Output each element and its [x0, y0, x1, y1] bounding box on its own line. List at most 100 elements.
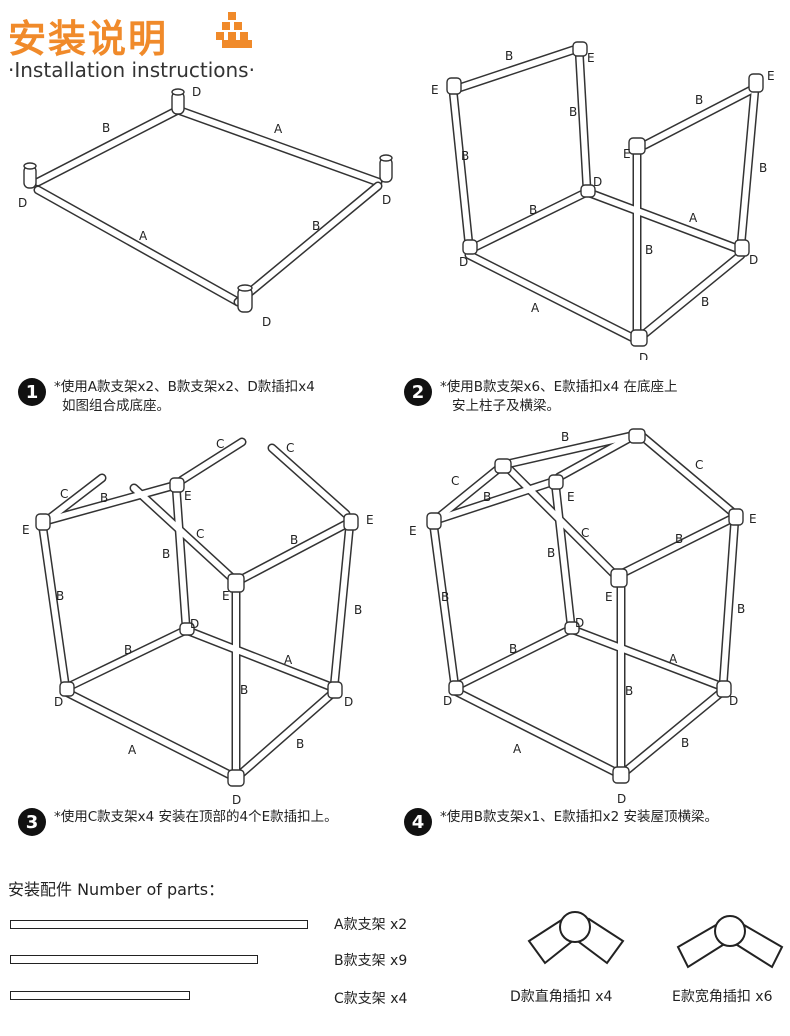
label-b: B [701, 295, 709, 309]
label-a: A [128, 743, 137, 757]
label-d: D [443, 694, 452, 708]
joint-e [447, 78, 461, 94]
label-d: D [18, 196, 27, 210]
label-b: B [695, 93, 703, 107]
figure-step-2: B E E E E B B B B B A B A B D D D D [395, 40, 790, 360]
label-d: D [54, 695, 63, 709]
label-b: B [529, 203, 537, 217]
joint-e [228, 574, 244, 592]
pipe-b-right [238, 186, 378, 302]
label-b: B [625, 684, 633, 698]
part-a-bar [10, 920, 308, 929]
label-d: D [382, 193, 391, 207]
label-a: A [139, 229, 148, 243]
part-d-label: D款直角插扣 x4 [510, 986, 612, 1006]
label-e: E [409, 524, 417, 538]
label-b: B [354, 603, 362, 617]
label-a: A [531, 301, 540, 315]
label-a: A [669, 652, 678, 666]
label-d: D [459, 255, 468, 269]
label-d: D [617, 792, 626, 806]
label-b: B [461, 149, 469, 163]
label-b: B [569, 105, 577, 119]
label-e: E [587, 51, 595, 65]
part-b-bar [10, 955, 258, 964]
label-b: B [547, 546, 555, 560]
label-b: B [509, 642, 517, 656]
step-text: 如图组合成底座。 [54, 397, 315, 416]
step-4: 4 *使用B款支架x1、E款插扣x2 安装屋顶横梁。 [404, 808, 718, 836]
pipe-a-front [38, 190, 238, 302]
label-c: C [196, 527, 204, 541]
step-1: 1 *使用A款支架x2、B款支架x2、D款插扣x4 如图组合成底座。 [18, 378, 315, 416]
label-c: C [216, 437, 224, 451]
parts-title: 安装配件 Number of parts： [8, 876, 224, 900]
joint-d [631, 330, 647, 346]
label-e: E [567, 490, 575, 504]
joint-e [344, 514, 358, 530]
joint-e [611, 569, 627, 587]
part-b-label: B款支架 x9 [334, 950, 407, 970]
joint-d-left [24, 163, 36, 188]
step-3: 3 *使用C款支架x4 安装在顶部的4个E款插扣上。 [18, 808, 338, 836]
label-d: D [593, 175, 602, 189]
joint-e [629, 138, 645, 154]
label-b: B [102, 121, 110, 135]
label-b: B [312, 219, 320, 233]
label-d: D [232, 793, 241, 807]
label-b: B [290, 533, 298, 547]
figure-step-3: C C C C B E E E E B B B B B A B A B D D … [0, 430, 395, 810]
label-a: A [689, 211, 698, 225]
step-number: 1 [18, 378, 46, 406]
step-number: 4 [404, 808, 432, 836]
step-2: 2 *使用B款支架x6、E款插扣x4 在底座上 安上柱子及横梁。 [404, 378, 678, 416]
label-e: E [22, 523, 30, 537]
joint-d [328, 682, 342, 698]
label-c: C [695, 458, 703, 472]
label-d: D [639, 351, 648, 360]
title-decoration-icon [214, 10, 260, 50]
joint-d-right [380, 155, 392, 182]
label-c: C [581, 526, 589, 540]
label-b: B [681, 736, 689, 750]
label-b: B [561, 430, 569, 444]
page-subtitle: ·Installation instructions· [8, 58, 255, 82]
joint-d [613, 767, 629, 783]
label-b: B [124, 643, 132, 657]
joint-e [629, 429, 645, 443]
joint-d [463, 240, 477, 254]
e-connector-icon [670, 905, 790, 985]
label-d: D [190, 617, 199, 631]
joint-e [573, 42, 587, 56]
label-e: E [749, 512, 757, 526]
joint-d [449, 681, 463, 695]
label-e: E [222, 589, 230, 603]
label-a: A [284, 653, 293, 667]
label-b: B [737, 602, 745, 616]
joint-d [228, 770, 244, 786]
part-c-bar [10, 991, 190, 1000]
label-b: B [483, 490, 491, 504]
label-c: C [286, 441, 294, 455]
part-a-label: A款支架 x2 [334, 914, 407, 934]
joint-e [427, 513, 441, 529]
joint-d [60, 682, 74, 696]
figure-step-4: B C C C B E E E E B B B B B A B A B D D … [395, 425, 790, 810]
label-e: E [184, 489, 192, 503]
label-b: B [296, 737, 304, 751]
label-d: D [192, 85, 201, 99]
step-text: 安上柱子及横梁。 [440, 397, 678, 416]
joint-e [729, 509, 743, 525]
joint-d [735, 240, 749, 256]
frame-outline [453, 48, 755, 340]
joint-e [749, 74, 763, 92]
label-e: E [431, 83, 439, 97]
joint-e [170, 478, 184, 492]
step-number: 3 [18, 808, 46, 836]
label-d: D [575, 616, 584, 630]
step-text: *使用B款支架x6、E款插扣x4 在底座上 [440, 378, 678, 397]
part-e-label: E款宽角插扣 x6 [672, 986, 773, 1006]
step-text: *使用B款支架x1、E款插扣x2 安装屋顶横梁。 [440, 808, 718, 827]
step-number: 2 [404, 378, 432, 406]
pipe-a-top [178, 110, 378, 182]
